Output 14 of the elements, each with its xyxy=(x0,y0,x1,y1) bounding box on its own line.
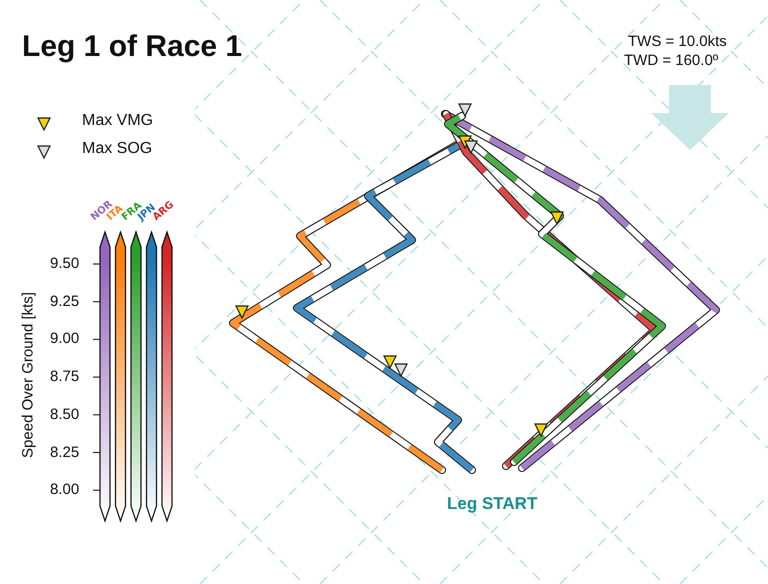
tick-label: 8.75 xyxy=(50,368,80,386)
tick-label: 8.00 xyxy=(50,481,80,498)
tick-label: 9.25 xyxy=(50,292,80,310)
start-label: Leg START xyxy=(447,494,538,514)
chart-title: Leg 1 of Race 1 xyxy=(22,30,242,64)
wind-info: TWD = 160.0º xyxy=(624,52,718,69)
wind-info: TWS = 10.0kts xyxy=(628,33,727,50)
tick-label: 8.50 xyxy=(50,406,80,423)
tick-label: 8.25 xyxy=(50,444,80,460)
tick-label: 9.50 xyxy=(50,255,80,272)
tick-label: 9.00 xyxy=(50,330,80,348)
legend-label: Max VMG xyxy=(82,112,154,130)
legend-label: Max SOG xyxy=(82,140,152,158)
axis-title: Speed Over Ground [kts] xyxy=(20,292,36,458)
